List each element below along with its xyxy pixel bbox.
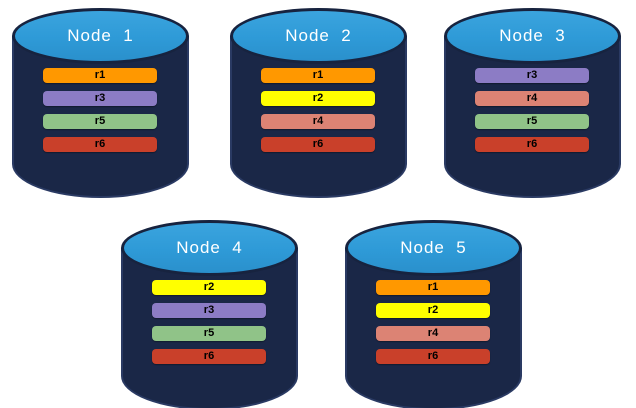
replica-bar: r3: [43, 91, 157, 106]
cylinder-top: [12, 8, 189, 64]
replica-bar: r5: [152, 326, 266, 341]
replica-bar: r5: [475, 114, 589, 129]
replica-bar: r2: [376, 303, 490, 318]
replica-bar: r6: [152, 349, 266, 364]
replica-bar: r3: [475, 68, 589, 83]
replica-bar: r6: [475, 137, 589, 152]
node-cylinder-2: Node 2 r1 r2 r4 r6: [230, 8, 407, 198]
replica-bar: r2: [261, 91, 375, 106]
replica-bar: r2: [152, 280, 266, 295]
node-title: Node 3: [499, 26, 566, 45]
replica-bar: r4: [475, 91, 589, 106]
cylinder-top: [345, 220, 522, 276]
replica-bar: r4: [261, 114, 375, 129]
replica-bar: r6: [376, 349, 490, 364]
node-title: Node 2: [285, 26, 352, 45]
replica-bar: r4: [376, 326, 490, 341]
node-title: Node 5: [400, 238, 467, 257]
replica-bar: r6: [261, 137, 375, 152]
replica-bar: r5: [43, 114, 157, 129]
replica-bar: r1: [43, 68, 157, 83]
node-cylinder-4: Node 4 r2 r3 r5 r6: [121, 220, 298, 408]
node-cylinder-3: Node 3 r3 r4 r5 r6: [444, 8, 621, 198]
replica-bar: r6: [43, 137, 157, 152]
node-title: Node 1: [67, 26, 134, 45]
replica-bar: r1: [376, 280, 490, 295]
replica-bar: r1: [261, 68, 375, 83]
node-cylinder-1: Node 1 r1 r3 r5 r6: [12, 8, 189, 198]
node-cylinder-5: Node 5 r1 r2 r4 r6: [345, 220, 522, 408]
cylinder-top: [444, 8, 621, 64]
cylinder-top: [121, 220, 298, 276]
replica-bar: r3: [152, 303, 266, 318]
cylinder-top: [230, 8, 407, 64]
node-title: Node 4: [176, 238, 243, 257]
